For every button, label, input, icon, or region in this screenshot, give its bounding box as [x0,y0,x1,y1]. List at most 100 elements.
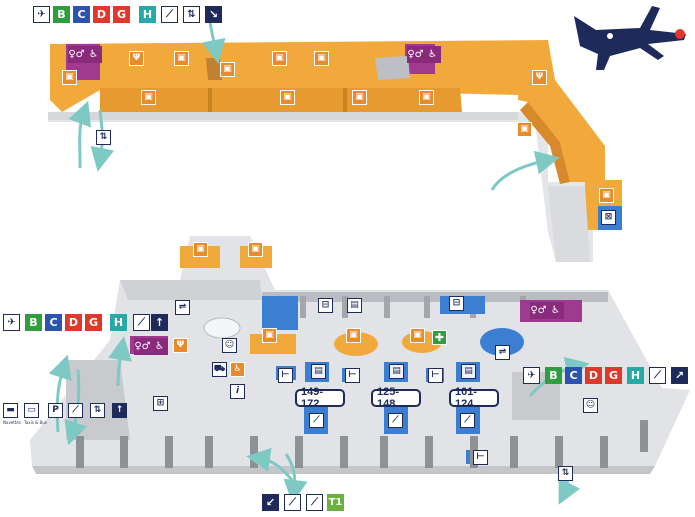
moving-walkway-icon: ⇌ [495,345,510,360]
airport-locator-icon [574,6,686,70]
gate-check-icon: ⊢ [345,368,360,383]
terminal-h-badge: H [139,6,156,23]
arrow-up-left-upper [68,100,92,169]
gate-range-label: 125-148 [371,386,421,410]
lower-stairs-right [512,372,560,420]
waiting-lounge-icon: ▤ [311,364,326,379]
elevator-icon: ⇅ [183,6,200,23]
accessible-toilet-icon: ♿ [151,338,168,355]
terminal-c-badge: C [45,314,62,331]
terminal-d-badge: D [585,367,602,384]
navettes-label: Navettes [3,420,21,425]
shop-bag-icon: ▣ [272,51,287,66]
terminal-h-badge: H [627,367,644,384]
terminal-g-badge: G [85,314,102,331]
terminal-g-badge: G [605,367,622,384]
passport-control-icon: ⊟ [318,298,333,313]
toilets-icon: ♀♂ [134,338,151,355]
escalator-icon: ⟋ [68,403,83,418]
escalator-icon: ⟋ [284,494,301,511]
upper-grey-core [375,56,410,80]
gate-range-label: 101-124 [449,386,499,410]
elevator-icon: ⇅ [96,130,111,145]
taxi-icon: ▭ [24,403,39,418]
arrow-bottom-down [283,453,308,504]
parking-icon: P [48,403,63,418]
terminal-c-badge: C [565,367,582,384]
shop-bag-icon: ▣ [599,188,614,203]
upper-corner [548,186,590,262]
lower-kiosk-4 [334,332,378,356]
pharmacy-cross-icon: ✚ [432,330,447,345]
taxis-bus-label: Taxis & Bus [24,420,47,425]
seating-area-icon: ⊞ [153,396,168,411]
accessibility-icon: ♿ [230,362,245,377]
upper-divider-1 [208,88,212,112]
toilets-icon: ♀♂ [530,302,547,319]
escalator-icon: ⟋ [306,494,323,511]
shop-bag-icon: ▣ [517,122,532,137]
arrow-bottom-left [246,447,294,481]
terminal-d-badge: D [65,314,82,331]
shop-bag-icon: ▣ [262,328,277,343]
terminal-d-badge: D [93,6,110,23]
security-check-icon: ⊠ [601,210,616,225]
escalator-icon: ⟋ [649,367,666,384]
boarding-icon: ⟋ [388,413,403,428]
shop-bag-icon: ▣ [314,51,329,66]
lower-kiosk-3 [250,334,296,354]
upper-divider-2 [343,88,347,112]
lower-blue-bar [262,296,298,330]
gate-check-icon: ⊢ [428,368,443,383]
shop-bag-icon: ▣ [410,328,425,343]
arrow-left-up [48,354,72,433]
restaurant-icon: Ψ [173,338,188,353]
down-left-arrow-icon: ↙ [262,494,279,511]
accessible-toilet-icon: ♿ [424,46,441,63]
plane-icon: ✈ [523,367,540,384]
plane-icon: ✈ [3,314,20,331]
bus-icon: ▬ [3,403,18,418]
shop-bag-icon: ▣ [220,62,235,77]
shop-bag-icon: ▣ [419,90,434,105]
restaurant-icon: Ψ [532,70,547,85]
arrow-top-escalator [201,21,226,64]
terminal-c-badge: C [73,6,90,23]
shop-bag-icon: ▣ [62,70,77,85]
shop-bag-icon: ▣ [141,90,156,105]
boarding-icon: ⟋ [460,413,475,428]
lower-front-edge [32,466,655,474]
elevator-icon: ⇅ [558,466,573,481]
upper-floor-slab [48,112,593,262]
arrow-left-up-2 [108,336,132,387]
upper-floor-base [48,112,518,120]
lower-blue-oval [480,328,524,356]
plane-icon: ✈ [33,6,50,23]
shop-bag-icon: ▣ [280,90,295,105]
gate-check-icon: ⊢ [473,450,488,465]
toilets-icon: ♀♂ [407,46,424,63]
waiting-lounge-icon: ▤ [389,364,404,379]
gate-check-icon: ⊢ [278,368,293,383]
accessible-toilet-icon: ♿ [85,46,102,63]
terminal-h-badge: H [110,314,127,331]
up-right-arrow-icon: ↗ [671,367,688,384]
shop-bag-icon: ▣ [248,242,263,257]
accessible-toilet-icon: ♿ [547,302,564,319]
terminal-b-badge: B [545,367,562,384]
shop-bag-icon: ▣ [346,328,361,343]
elevator-icon: ⇅ [90,403,105,418]
lower-kiosk-1 [180,246,220,268]
shop-bag-icon: ▣ [174,51,189,66]
moving-walkway-icon: ⇌ [175,300,190,315]
arrow-into-wing [490,150,560,191]
escalator-icon: ⟋ [133,314,150,331]
terminal-b-badge: B [25,314,42,331]
terminal-g-badge: G [113,6,130,23]
terminal-t1-badge: T1 [327,494,344,511]
terminal-b-badge: B [53,6,70,23]
information-desk-icon: ☺ [583,398,598,413]
waiting-lounge-icon: ▤ [461,364,476,379]
